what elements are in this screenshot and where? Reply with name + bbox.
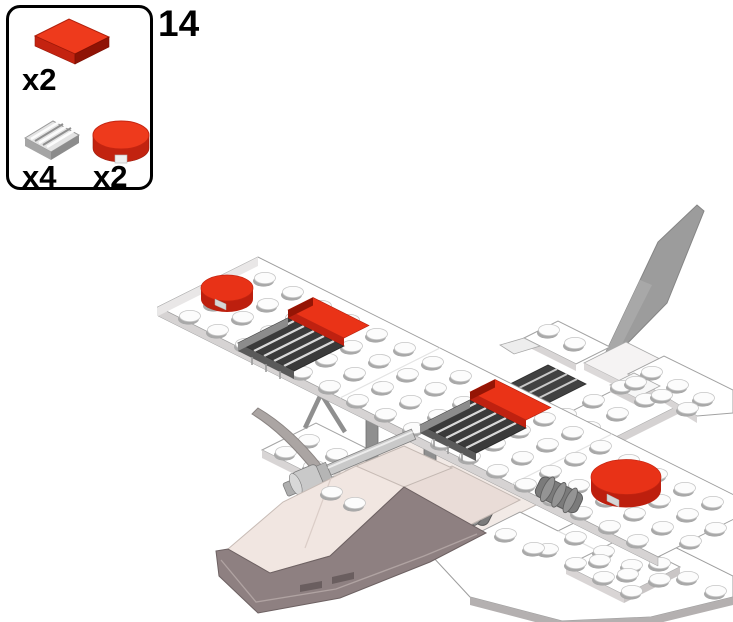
part-count-red-tile: x2 — [22, 62, 57, 97]
stud — [678, 535, 702, 550]
part-red-round-tile-icon — [92, 120, 150, 164]
tail-fin — [605, 204, 705, 355]
left-red-round-tile — [200, 274, 254, 312]
part-count-grille-tile: x4 — [22, 159, 57, 194]
stud — [703, 522, 727, 537]
hull — [215, 486, 488, 614]
part-grille-tile-icon — [23, 120, 81, 160]
parts-callout-box: x2 x4 x2 — [6, 5, 153, 194]
part-red-tile-1x2-icon — [33, 18, 111, 65]
right-red-round-tile — [590, 459, 662, 508]
right-float-plates — [431, 509, 733, 622]
part-count-round-tile: x2 — [93, 159, 128, 194]
step-number: 14 — [158, 3, 200, 44]
fuselage — [215, 445, 522, 614]
wing-fittings — [200, 274, 662, 508]
